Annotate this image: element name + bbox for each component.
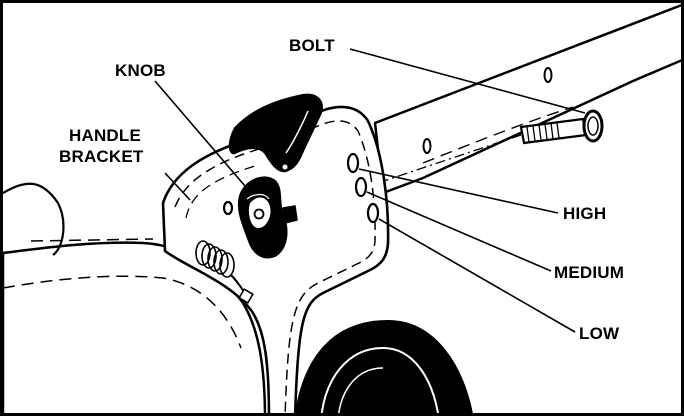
high-hole <box>346 152 360 174</box>
high-label: HIGH <box>563 204 607 223</box>
low-leader <box>378 218 576 333</box>
bolt-leader <box>349 48 586 114</box>
low-hole <box>366 202 380 224</box>
wheel-illustration <box>294 319 473 413</box>
knob-leader <box>154 80 252 194</box>
bolt-label: BOLT <box>289 36 335 55</box>
high-leader <box>358 168 559 214</box>
handle-height-adjustment-illustration <box>3 3 681 413</box>
knob-label: KNOB <box>115 61 166 80</box>
handle-bracket-leader <box>164 172 191 201</box>
medium-label: MEDIUM <box>554 263 625 282</box>
height-adjustment-holes <box>222 152 380 224</box>
low-label: LOW <box>579 324 620 343</box>
spring-illustration <box>195 240 254 304</box>
mower-deck-cover <box>3 182 267 413</box>
knob-illustration <box>237 176 298 259</box>
handle-bracket-label-line1: HANDLE <box>69 126 142 145</box>
upper-bracket-piece <box>228 93 323 173</box>
medium-leader <box>366 191 552 272</box>
medium-hole <box>354 176 368 198</box>
leader-lines <box>154 48 586 333</box>
handle-bracket-label-line2: BRACKET <box>59 147 144 166</box>
bolt-illustration <box>519 109 604 145</box>
